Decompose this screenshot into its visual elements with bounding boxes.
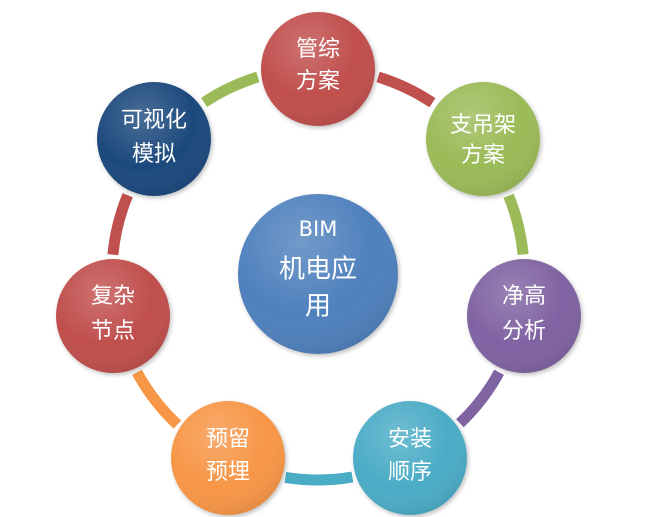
node-label-line1: 净高 (502, 284, 546, 309)
node-label-line1: 管综 (296, 37, 340, 62)
node-label-line2: 顺序 (388, 460, 432, 485)
arc-reserved-to-complex (132, 369, 182, 429)
node-label-line2: 节点 (91, 319, 135, 344)
node-pipeline-scheme: 管综 方案 (261, 12, 375, 126)
center-label-line2: 机电应 (279, 255, 357, 285)
node-label-line2: 方案 (296, 69, 340, 94)
node-installation-sequence: 安装 顺序 (353, 401, 467, 515)
node-visual-simulation: 可视化 模拟 (97, 82, 211, 196)
arc-clear-height-to-installation (456, 369, 504, 428)
arc-visual-to-pipeline (201, 71, 260, 108)
node-label-line1: 安装 (388, 427, 432, 452)
node-clear-height-analysis: 净高 分析 (467, 259, 581, 373)
node-label-line2: 方案 (461, 143, 505, 168)
center-node-bim: BIM 机电应 用 (238, 194, 398, 354)
connector-arcs (107, 71, 529, 486)
arc-installation-to-reserved (284, 471, 354, 486)
node-label-line1: 可视化 (121, 108, 187, 133)
node-label-line2: 分析 (502, 319, 546, 344)
node-complex-node: 复杂 节点 (56, 259, 170, 373)
arc-pipeline-to-support (376, 71, 436, 108)
node-label-line2: 模拟 (132, 142, 176, 167)
node-label-line1: 预留 (206, 427, 250, 452)
node-label-line1: 支吊架 (450, 113, 516, 138)
arc-support-to-clear-height (503, 193, 529, 256)
arc-complex-to-visual (107, 193, 133, 256)
node-support-hanger-scheme: 支吊架 方案 (426, 82, 540, 196)
center-label-line1: BIM (299, 217, 338, 241)
node-reserved-embedding: 预留 预埋 (171, 401, 285, 515)
node-label-line1: 复杂 (91, 284, 135, 309)
center-label-line3: 用 (305, 292, 331, 322)
node-label-line2: 预埋 (206, 460, 250, 485)
